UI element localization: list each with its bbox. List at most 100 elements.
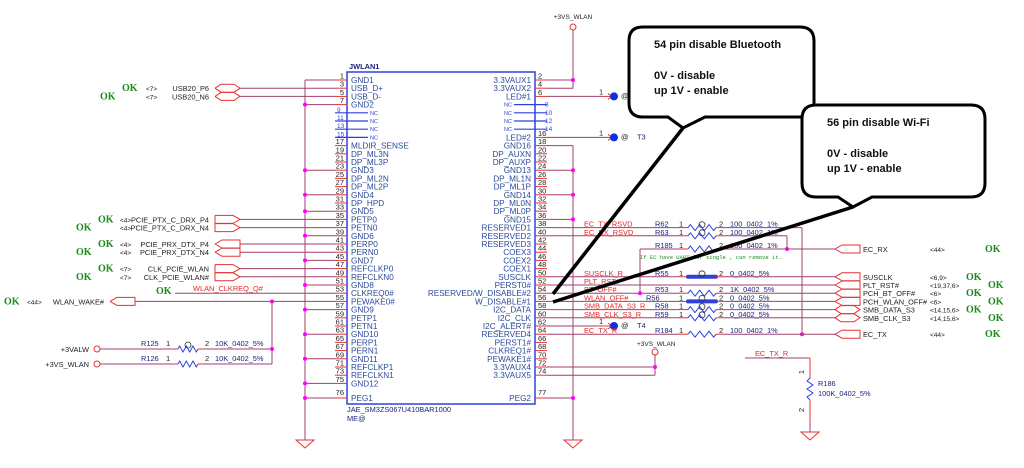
pin-number: 64 <box>538 326 546 335</box>
callout-title: 54 pin disable Bluetooth <box>654 39 781 51</box>
net-name: CLK_PCIE_WLAN# <box>144 273 210 282</box>
net-name: PCIE_PRX_DTX_N4 <box>140 248 209 257</box>
sheet-ref: <4> <box>120 250 131 257</box>
resistor-pin: 1 <box>679 302 683 311</box>
resistor-pin: 2 <box>205 339 209 348</box>
pin-number: 20 <box>538 145 546 154</box>
ok-mark: OK <box>985 329 1001 340</box>
right-net-ec_rx: EC_RX<44>OK <box>724 244 1001 255</box>
resistor-value: 1K_0402_5% <box>730 285 775 294</box>
power-port-icon <box>93 345 101 353</box>
pin-name: GND16 <box>504 142 532 151</box>
pin-name: I2C_CLK <box>498 314 532 323</box>
resistor-pin: 1 <box>166 339 170 348</box>
pin-number: 23 <box>336 162 344 171</box>
pin-name: NC <box>504 119 512 125</box>
pin-name: NC <box>370 111 378 117</box>
pin-number: 44 <box>538 244 546 253</box>
resistor-pin: 2 <box>719 302 723 311</box>
net-name: CLK_PCIE_WLAN <box>148 265 209 274</box>
pin-number: 57 <box>336 301 344 310</box>
pin-number: 60 <box>538 309 546 318</box>
pin-name: LED#1 <box>506 92 531 101</box>
design-note: If EC have UART for single , can remove … <box>640 254 782 261</box>
net-wlan-clkreq: WLAN_CLKREQ_Q#OK <box>156 284 335 297</box>
pin-name: PEG2 <box>509 394 531 403</box>
junction-dot <box>303 396 307 400</box>
net-name: PCH_WLAN_OFF# <box>863 297 928 306</box>
power-label: +3VS_WLAN <box>45 360 89 369</box>
pin-name: PERN1 <box>351 347 379 356</box>
pin-name: GND3 <box>351 166 374 175</box>
resistor-pin: 1 <box>679 269 683 278</box>
net-port-icon <box>834 305 861 315</box>
pin-name: REFCLKP1 <box>351 363 394 372</box>
pin-name: NC <box>504 127 512 133</box>
pin-number: 69 <box>336 350 344 359</box>
right-pin-56: 56W_DISABLE#1 <box>475 293 547 306</box>
net-label: EC_TX_R <box>755 349 788 358</box>
pin-number: 34 <box>538 203 546 212</box>
pin-number: 70 <box>538 350 546 359</box>
junction-dot <box>303 102 307 107</box>
left-net-pcie_ptx_c_drx_p4: PCIE_PTX_C_DRX_P4<4>OK <box>98 214 335 225</box>
net-name: SUSCLK <box>863 273 893 282</box>
net-port-icon <box>214 223 242 233</box>
ok-mark: OK <box>122 83 138 94</box>
pin-name: MLDIR_SENSE <box>351 142 409 151</box>
net-name: PCH_BT_OFF# <box>863 289 916 298</box>
ok-mark: OK <box>966 272 982 283</box>
testpoint-t4: 1@T4 <box>547 317 646 330</box>
sheet-ref: <6,9> <box>930 275 947 282</box>
pin-number: 33 <box>336 203 344 212</box>
pin-name: RESERVED/W_DISABLE#2 <box>428 289 532 298</box>
net-name: WLAN_WAKE# <box>53 297 105 306</box>
junction-dot <box>571 217 575 222</box>
pin-number: 40 <box>538 227 546 236</box>
pin-name: PETN0 <box>351 224 378 233</box>
ok-mark: OK <box>988 296 1004 307</box>
pin-name: RESERVED4 <box>482 330 532 339</box>
pin-name: PETP1 <box>351 314 377 323</box>
pin-name: GND10 <box>351 330 379 339</box>
pin-name: I2C_DATA <box>493 306 531 315</box>
testpoint-at: @ <box>621 132 629 141</box>
resistor-ref: R58 <box>655 302 669 311</box>
resistor-ref: R186 <box>818 379 836 388</box>
pin-name: LED#2 <box>506 133 531 142</box>
pin-number: 15 <box>337 131 345 138</box>
assembly-mark-icon <box>698 294 706 302</box>
pin-name: PERP1 <box>351 338 378 347</box>
testpoint-led1: 1@ <box>547 87 629 101</box>
net-port-icon <box>214 83 241 93</box>
resistor-pin: 1 <box>679 293 683 302</box>
pin-name: NC <box>504 111 512 117</box>
assembly-mark-icon <box>698 229 706 237</box>
callout-line: up 1V - enable <box>654 85 729 97</box>
net-name: PCIE_PRX_DTX_P4 <box>140 240 209 249</box>
pin-number: 2 <box>538 72 542 81</box>
testpoint-at: @ <box>621 321 629 330</box>
resistor-pin: 2 <box>719 220 723 229</box>
resistor-ref: R53 <box>655 285 669 294</box>
pin-number: 72 <box>538 359 546 368</box>
ok-mark: OK <box>988 313 1004 324</box>
pin-name: DP_HPD <box>351 199 384 208</box>
junction-dot <box>571 396 575 400</box>
